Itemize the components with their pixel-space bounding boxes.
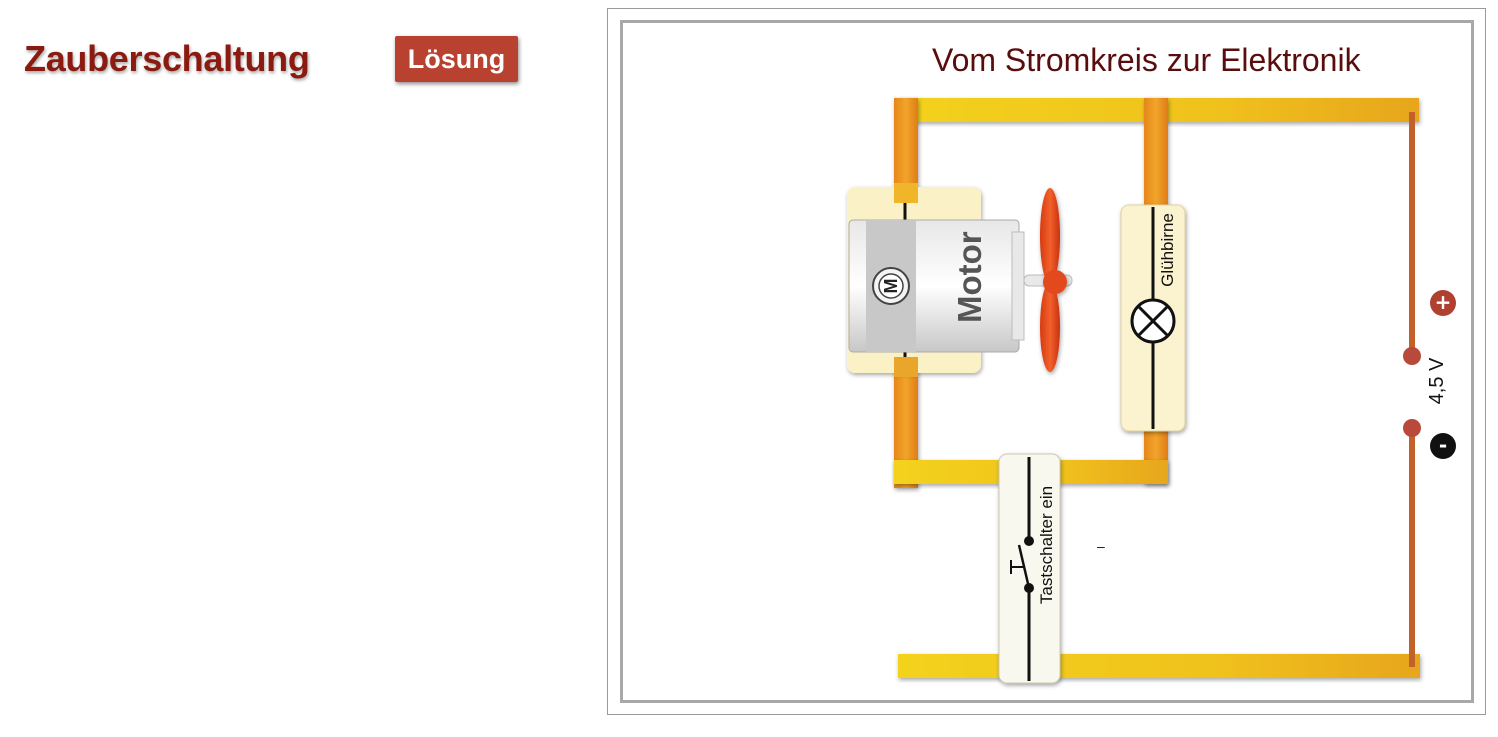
motor-label: Motor xyxy=(951,231,988,323)
solution-button[interactable]: Lösung xyxy=(395,36,518,82)
switch-component xyxy=(998,453,1061,684)
propeller xyxy=(1040,188,1067,372)
circuit-title: Vom Stromkreis zur Elektronik xyxy=(932,42,1361,78)
wire-bottom xyxy=(898,654,1420,678)
voltage-label: 4,5 V xyxy=(1426,357,1448,405)
plus-icon: + xyxy=(1430,290,1456,316)
battery-wire-plus xyxy=(1409,112,1415,357)
battery-terminal-minus xyxy=(1403,419,1421,437)
minus-icon: - xyxy=(1430,433,1456,459)
battery-wire-minus xyxy=(1409,427,1415,667)
bulb-label: Glühbirne xyxy=(1158,213,1177,287)
motor-symbol: M xyxy=(881,278,901,294)
switch-label: Tastschalter ein xyxy=(1037,485,1056,605)
motor-component xyxy=(847,183,1073,377)
bulb-component xyxy=(1120,204,1186,432)
stray-mark: – xyxy=(1097,538,1105,554)
battery-terminal-plus xyxy=(1403,347,1421,365)
page-title: Zauberschaltung xyxy=(24,38,310,79)
